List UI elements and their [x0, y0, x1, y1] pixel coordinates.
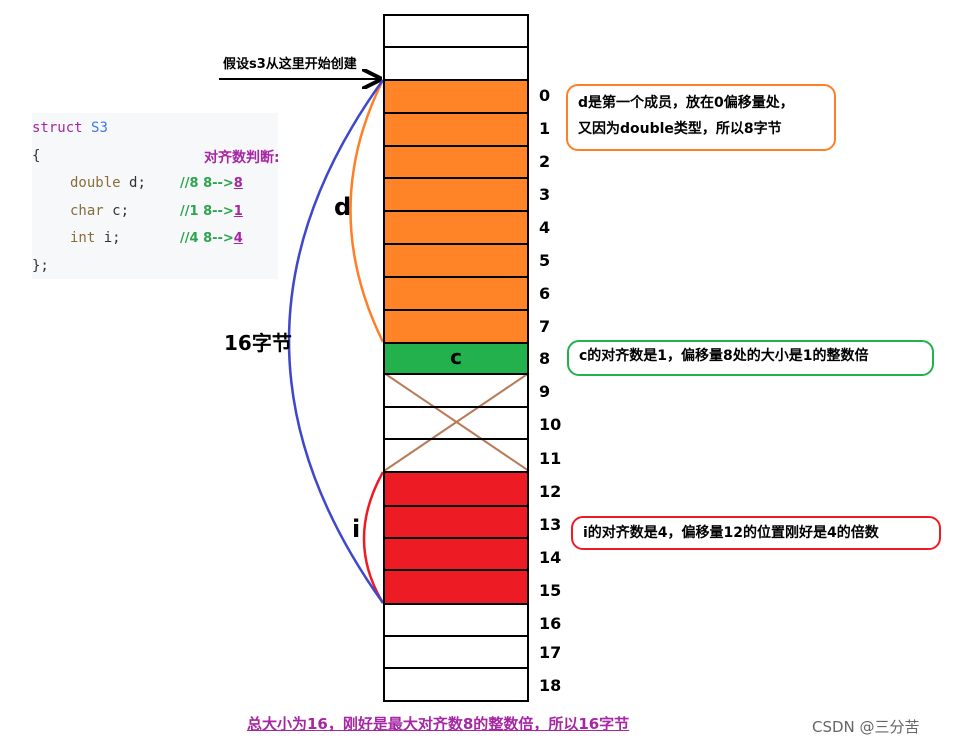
offset-7: 7 — [539, 317, 551, 336]
code-open-brace: { — [32, 148, 41, 164]
note-d-line1: d是第一个成员，放在0偏移量处， — [578, 95, 794, 111]
padding-cross-b — [383, 372, 530, 472]
comment-c: //1 8--> — [180, 204, 234, 219]
note-c-text: c的对齐数是1，偏移量8处的大小是1的整数倍 — [579, 348, 869, 364]
offset-9: 9 — [539, 382, 551, 401]
comment-c-value: 1 — [233, 204, 243, 219]
comment-d-value: 8 — [233, 176, 243, 191]
note-c: c的对齐数是1，偏移量8处的大小是1的整数倍 — [567, 340, 934, 376]
memory-cell-pre-2 — [383, 14, 529, 48]
offset-4: 4 — [539, 218, 551, 237]
code-member-i: i; — [103, 230, 121, 246]
offset-16: 16 — [539, 614, 562, 633]
comment-i-value: 4 — [233, 231, 243, 246]
summary-text: 总大小为16，刚好是最大对齐数8的整数倍，所以16字节 — [247, 715, 630, 733]
code-type-int: int — [70, 230, 96, 246]
code-struct-keyword: struct — [32, 120, 83, 136]
watermark: CSDN @三分苦 — [812, 718, 920, 736]
memory-cell-pre-1 — [383, 46, 529, 81]
d-bracket — [349, 79, 385, 343]
offset-12: 12 — [539, 482, 562, 501]
code-struct-name: S3 — [91, 120, 108, 136]
offset-1: 1 — [539, 119, 551, 138]
comment-d: //8 8--> — [180, 176, 234, 191]
memory-block-after — [383, 603, 529, 702]
start-label: 假设s3从这里开始创建 — [223, 57, 357, 72]
code-type-double: double — [70, 175, 121, 191]
offset-10: 10 — [539, 415, 562, 434]
note-d: d是第一个成员，放在0偏移量处， 又因为double类型，所以8字节 — [566, 84, 836, 151]
code-member-c: c; — [112, 203, 130, 219]
code-block: struct S3 { 对齐数判断: double d; //8 8-->8 c… — [32, 113, 280, 279]
comment-i: //4 8--> — [180, 231, 234, 246]
note-i: i的对齐数是4，偏移量12的位置刚好是4的倍数 — [571, 516, 941, 550]
code-close-brace: }; — [32, 258, 49, 274]
i-bracket — [362, 471, 385, 604]
offset-5: 5 — [539, 251, 551, 270]
align-title: 对齐数判断: — [204, 150, 280, 166]
total-bracket — [287, 79, 385, 604]
offset-6: 6 — [539, 284, 551, 303]
offset-15: 15 — [539, 581, 562, 600]
label-d: d — [334, 193, 352, 221]
label-i: i — [352, 515, 361, 543]
note-d-line2: 又因为double类型，所以8字节 — [578, 121, 782, 137]
offset-3: 3 — [539, 185, 551, 204]
note-i-text: i的对齐数是4，偏移量12的位置刚好是4的倍数 — [583, 525, 879, 541]
offset-13: 13 — [539, 515, 562, 534]
offset-11: 11 — [539, 449, 562, 468]
offset-14: 14 — [539, 548, 562, 567]
code-type-char: char — [70, 203, 104, 219]
cell-separators — [383, 112, 529, 669]
offset-0: 0 — [539, 86, 551, 105]
label-total-bytes: 16字节 — [224, 331, 292, 355]
offset-2: 2 — [539, 152, 551, 171]
cell-c-label: c — [450, 345, 462, 369]
code-member-d: d; — [129, 175, 146, 191]
offset-17: 17 — [539, 643, 562, 662]
offset-8: 8 — [539, 349, 551, 368]
offset-18: 18 — [539, 676, 562, 695]
